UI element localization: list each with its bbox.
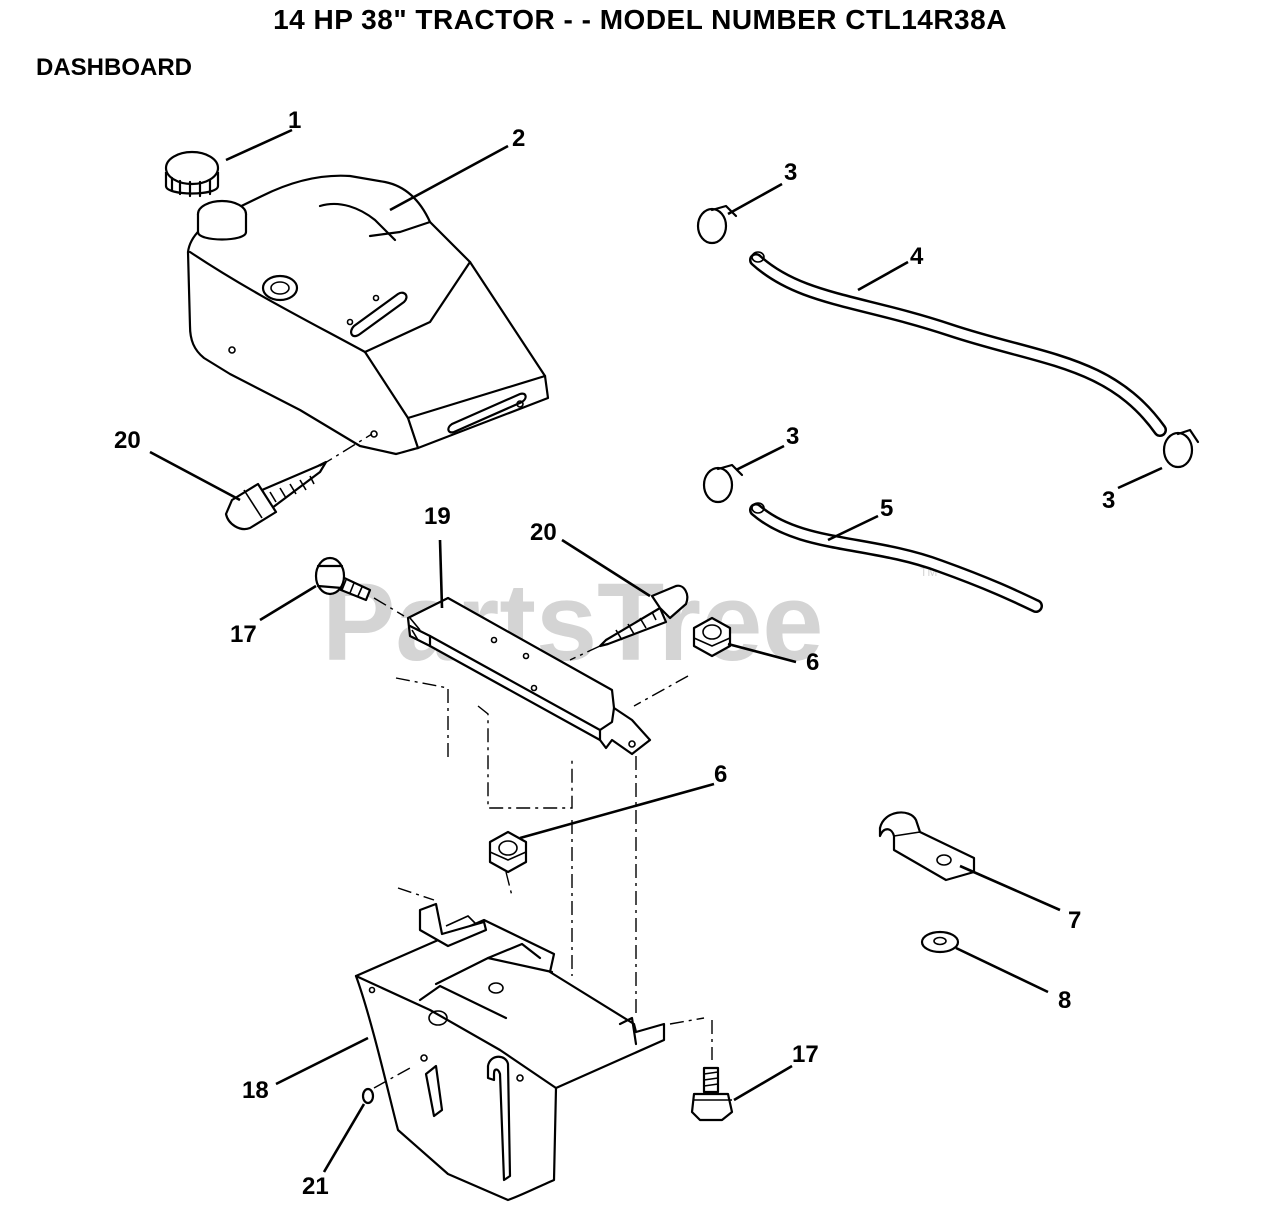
diagram-title: 14 HP 38" TRACTOR - - MODEL NUMBER CTL14… — [273, 4, 1007, 35]
part-19-dashboard-bracket[interactable] — [406, 596, 652, 756]
part-3-hose-clamp-right[interactable] — [1162, 428, 1200, 469]
part-17-bolt-lower[interactable] — [690, 1066, 734, 1122]
part-21-plug[interactable] — [361, 1087, 375, 1105]
callout-18: 18 — [242, 1077, 269, 1104]
callout-1: 1 — [288, 107, 301, 134]
callout-19: 19 — [424, 503, 451, 530]
callout-21: 21 — [302, 1173, 329, 1200]
part-18-dashboard-panel[interactable] — [354, 902, 666, 1202]
callout-17-upper: 17 — [230, 621, 257, 648]
watermark-text: PartsTree — [322, 561, 823, 684]
part-3-hose-clamp-middle[interactable] — [702, 463, 744, 504]
part-8-washer[interactable] — [920, 930, 960, 954]
part-5-fuel-hose[interactable] — [749, 502, 1043, 613]
part-1-fuel-cap[interactable] — [164, 150, 220, 198]
callout-2: 2 — [512, 125, 525, 152]
part-6-nut-upper[interactable] — [692, 616, 732, 658]
part-7-hose-clip[interactable] — [878, 811, 976, 882]
callout-6-upper: 6 — [806, 649, 819, 676]
callout-8: 8 — [1058, 987, 1071, 1014]
callout-3-right: 3 — [1102, 487, 1115, 514]
callout-6-lower: 6 — [714, 761, 727, 788]
callout-5: 5 — [880, 495, 893, 522]
section-title: DASHBOARD — [36, 54, 192, 81]
alignment-lines — [319, 433, 713, 1089]
part-6-nut-lower[interactable] — [488, 830, 528, 874]
callout-4: 4 — [910, 243, 924, 270]
part-3-hose-clamp-top[interactable] — [696, 204, 738, 245]
part-20-screw-left[interactable] — [224, 460, 328, 531]
part-2-fuel-tank[interactable] — [186, 174, 550, 456]
callout-3-top: 3 — [784, 159, 797, 186]
callout-20-right: 20 — [530, 519, 557, 546]
callout-7: 7 — [1068, 907, 1081, 934]
part-20-screw-right[interactable] — [598, 584, 689, 648]
part-17-bolt-upper[interactable] — [314, 556, 372, 602]
part-4-fuel-hose[interactable] — [749, 251, 1167, 437]
callout-3-middle: 3 — [786, 423, 799, 450]
callout-17-lower: 17 — [792, 1041, 819, 1068]
callout-20-left: 20 — [114, 427, 141, 454]
leader-lines — [149, 128, 1163, 1173]
